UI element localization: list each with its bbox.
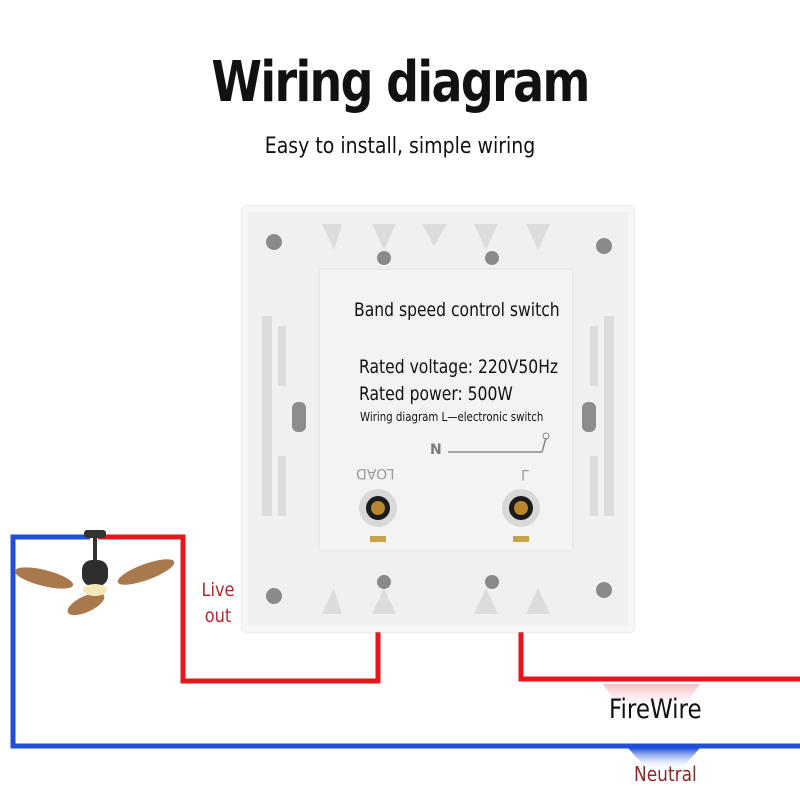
firewire-label: FireWire [609, 694, 702, 725]
terminal-graphics [359, 432, 550, 542]
rated-power-label: Rated power: 500W [359, 383, 513, 405]
switch-name-label: Band speed control switch [354, 299, 560, 321]
terminal-n-label: N [430, 442, 442, 458]
screw-hole-bl [266, 588, 282, 604]
neutral-wire [10, 534, 800, 749]
terminal-load-label: LOAD [356, 465, 395, 481]
mount-slot-right [582, 402, 596, 432]
panel-ribs [262, 224, 614, 614]
ceiling-fan-icon [14, 530, 174, 616]
page-subtitle: Easy to install, simple wiring [264, 134, 536, 159]
live-out-label: Live out [201, 579, 235, 627]
rated-voltage-label: Rated voltage: 220V50Hz [359, 356, 559, 378]
screw-hole-tl [266, 234, 282, 250]
screw-hole-br [596, 582, 612, 598]
terminal-l-label: L [521, 466, 529, 482]
neutral-label: Neutral [634, 762, 697, 786]
screw-hole-tr [596, 238, 612, 254]
switch-module [320, 270, 572, 550]
load-terminal [359, 489, 397, 542]
page-title: Wiring diagram [211, 50, 590, 115]
neutral-highlight [628, 748, 700, 770]
firewire-highlight [603, 684, 700, 712]
wiring-note-label: Wiring diagram L—electronic switch [360, 410, 544, 424]
mount-slot-left [292, 402, 306, 432]
l-terminal [502, 489, 540, 542]
